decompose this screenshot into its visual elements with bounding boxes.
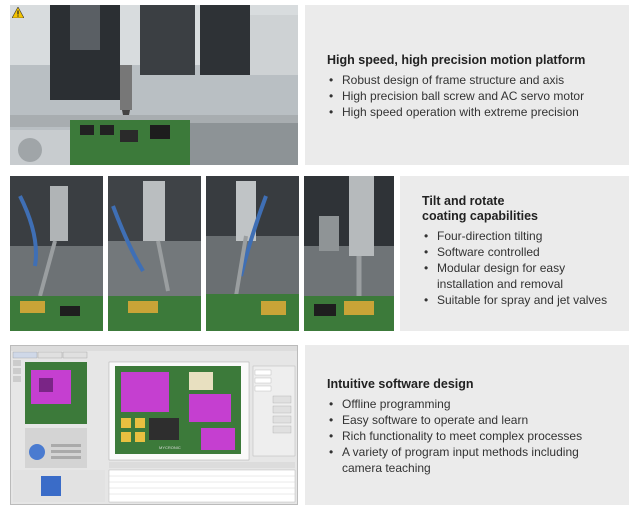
software-panel: Intuitive software design Offline progra…: [305, 345, 629, 505]
list-item: Modular design for easy installation and…: [422, 260, 622, 292]
tilt-rotate-panel: Tilt and rotate coating capabilities Fou…: [400, 176, 629, 331]
list-item: Four-direction tilting: [422, 228, 622, 244]
section-title-line2: coating capabilities: [422, 209, 539, 223]
section-title: Intuitive software design: [327, 377, 474, 391]
tilt-photo-4: [304, 176, 394, 331]
list-item: Offline programming: [327, 396, 617, 412]
list-item: Software controlled: [422, 244, 622, 260]
list-item: Easy software to operate and learn: [327, 412, 617, 428]
list-item: Rich functionality to meet complex proce…: [327, 428, 617, 444]
list-item: Robust design of frame structure and axi…: [327, 72, 585, 88]
board-label: MYCRONIC: [159, 445, 181, 450]
list-item: A variety of program input methods inclu…: [327, 444, 617, 476]
tilt-photo-1: [10, 176, 103, 331]
tilt-photo-2: [108, 176, 201, 331]
list-item: High speed operation with extreme precis…: [327, 104, 585, 120]
tilt-photo-3: [206, 176, 299, 331]
feature-list: Offline programming Easy software to ope…: [327, 396, 617, 476]
list-item: High precision ball screw and AC servo m…: [327, 88, 585, 104]
section-title-line1: Tilt and rotate: [422, 194, 505, 208]
feature-list: Four-direction tilting Software controll…: [422, 228, 622, 308]
list-item: Suitable for spray and jet valves: [422, 292, 622, 308]
motion-platform-photo: [10, 5, 298, 165]
motion-platform-panel: High speed, high precision motion platfo…: [305, 5, 629, 165]
section-title: High speed, high precision motion platfo…: [327, 53, 586, 67]
warning-icon: [12, 7, 24, 18]
software-screenshot: MYCRONIC: [10, 345, 298, 505]
feature-list: Robust design of frame structure and axi…: [327, 72, 585, 120]
